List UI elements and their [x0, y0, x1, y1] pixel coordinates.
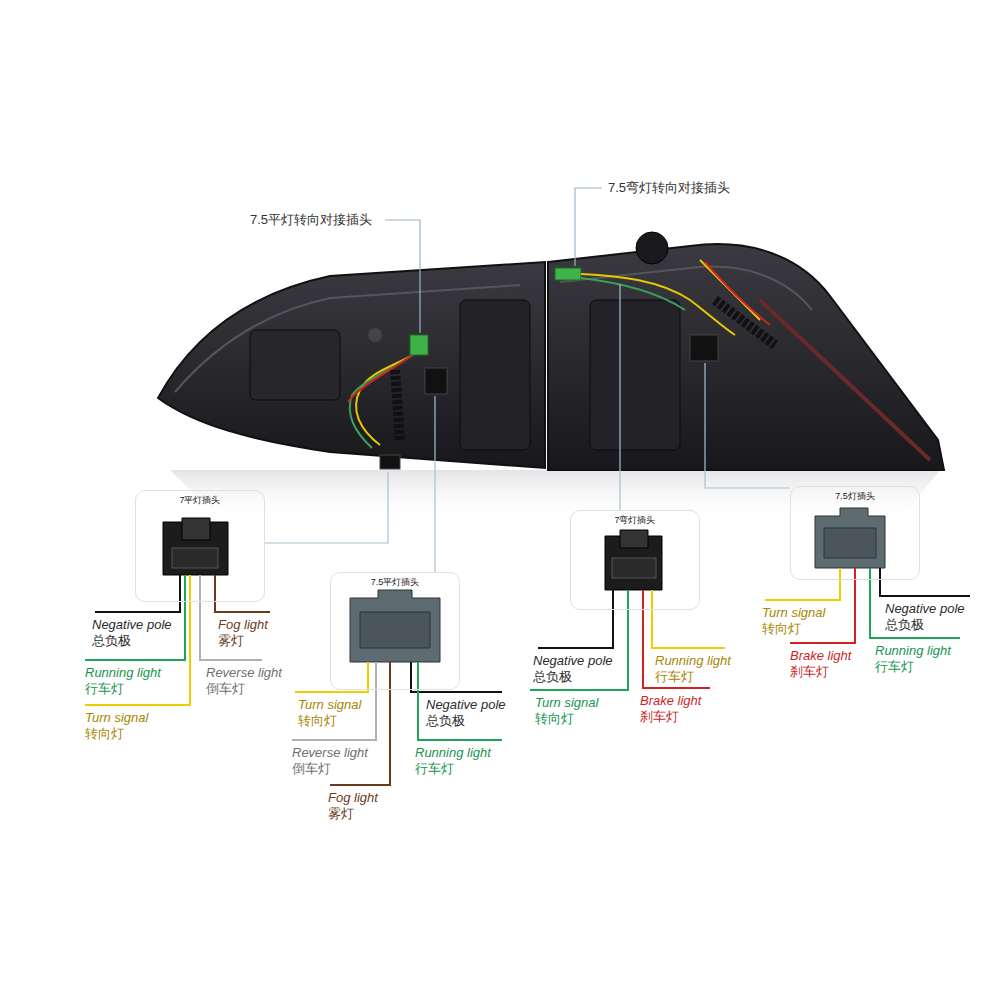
wire-name-cn: 总负极 — [533, 669, 572, 685]
wire — [581, 274, 735, 335]
leader-line — [385, 220, 420, 333]
wire-loom — [715, 300, 775, 345]
wire-name-cn: 转向灯 — [298, 713, 337, 729]
wire — [356, 350, 420, 445]
wire-name-cn: 总负极 — [426, 713, 465, 729]
floor-reflection — [170, 470, 940, 520]
wire-name: Reverse light — [206, 665, 282, 681]
wire-name-cn: 转向灯 — [85, 726, 124, 742]
wire — [295, 662, 368, 692]
connector-box: 7.5灯插头 — [790, 486, 920, 580]
wire — [880, 568, 970, 596]
lamp-lens-edge — [760, 300, 930, 460]
wire-name: Negative pole — [92, 617, 172, 633]
mount-bolt — [636, 232, 668, 264]
wire-name: Turn signal — [535, 695, 598, 711]
leader-line — [575, 188, 602, 266]
connector-pins — [360, 612, 430, 648]
wire-name-cn: 雾灯 — [218, 633, 244, 649]
wire — [95, 575, 180, 612]
wire-name: Fog light — [218, 617, 268, 633]
connector-box: 7平灯插头 — [135, 490, 265, 602]
connector-title: 7.5平灯插头 — [331, 573, 459, 588]
lamp-body-left — [158, 262, 545, 468]
leader-line — [265, 472, 388, 543]
wire-name-cn: 行车灯 — [415, 761, 454, 777]
wire-name-cn: 总负极 — [92, 633, 131, 649]
wire — [348, 355, 412, 402]
connector-pins — [824, 528, 876, 558]
leader-line — [434, 396, 435, 572]
lamp-body-right — [548, 244, 944, 470]
wire-name-cn: 倒车灯 — [206, 681, 245, 697]
mount-bolt — [368, 328, 382, 342]
socket — [690, 335, 718, 361]
wire — [292, 662, 376, 740]
wire-name: Running light — [415, 745, 491, 761]
housing-rib — [460, 300, 530, 450]
wire — [215, 575, 270, 612]
connector-box: 7.5平灯插头 — [330, 572, 460, 690]
wire-name-cn: 刹车灯 — [790, 664, 829, 680]
housing-rib — [590, 300, 680, 450]
wire-name-cn: 倒车灯 — [292, 761, 331, 777]
connector-pins — [172, 548, 218, 568]
connector-title: 7弯灯插头 — [571, 511, 699, 526]
wire — [85, 575, 190, 705]
wire-name: Running light — [875, 643, 951, 659]
connector-plug — [350, 590, 440, 662]
wire-name-cn: 总负极 — [885, 617, 924, 633]
wire — [538, 590, 613, 648]
connector-pins — [612, 558, 656, 578]
socket — [425, 368, 447, 394]
green-connector — [410, 335, 428, 355]
wire-name-cn: 雾灯 — [328, 806, 354, 822]
wire-name: Negative pole — [885, 601, 965, 617]
connector-latch — [620, 530, 648, 548]
wire-name-cn: 刹车灯 — [640, 709, 679, 725]
wire — [652, 590, 725, 648]
wire-name: Turn signal — [85, 710, 148, 726]
wire-name: Negative pole — [533, 653, 613, 669]
wire — [530, 590, 628, 690]
wire — [411, 662, 502, 692]
wire — [350, 352, 416, 448]
wire-name: Turn signal — [298, 697, 361, 713]
plug — [380, 455, 400, 469]
connector-title: 7.5灯插头 — [791, 487, 919, 502]
housing-rib — [250, 330, 340, 400]
connector-latch — [182, 518, 210, 540]
wire — [330, 662, 390, 785]
wire-name: Brake light — [640, 693, 701, 709]
wire-name: Reverse light — [292, 745, 368, 761]
wire-loom — [395, 370, 400, 440]
connector-box: 7弯灯插头 — [570, 510, 700, 610]
connector-title: 7平灯插头 — [136, 491, 264, 506]
wire-name: Fog light — [328, 790, 378, 806]
connector-plug — [815, 508, 885, 568]
wire-name: Running light — [85, 665, 161, 681]
wire-name: Negative pole — [426, 697, 506, 713]
wire-name-cn: 行车灯 — [85, 681, 124, 697]
green-connector — [555, 268, 581, 280]
wire-name: Running light — [655, 653, 731, 669]
wire-name-cn: 转向灯 — [762, 621, 801, 637]
callout-label: 7.5平灯转向对接插头 — [250, 212, 372, 228]
leader-line — [619, 284, 620, 510]
wire-name: Turn signal — [762, 605, 825, 621]
callout-label: 7.5弯灯转向对接插头 — [608, 180, 730, 196]
wire — [581, 278, 685, 310]
wire — [643, 590, 710, 688]
wire-name-cn: 转向灯 — [535, 711, 574, 727]
wire-name: Brake light — [790, 648, 851, 664]
wire-name-cn: 行车灯 — [655, 669, 694, 685]
leader-line — [705, 363, 790, 488]
wire-name-cn: 行车灯 — [875, 659, 914, 675]
wire — [765, 568, 840, 600]
